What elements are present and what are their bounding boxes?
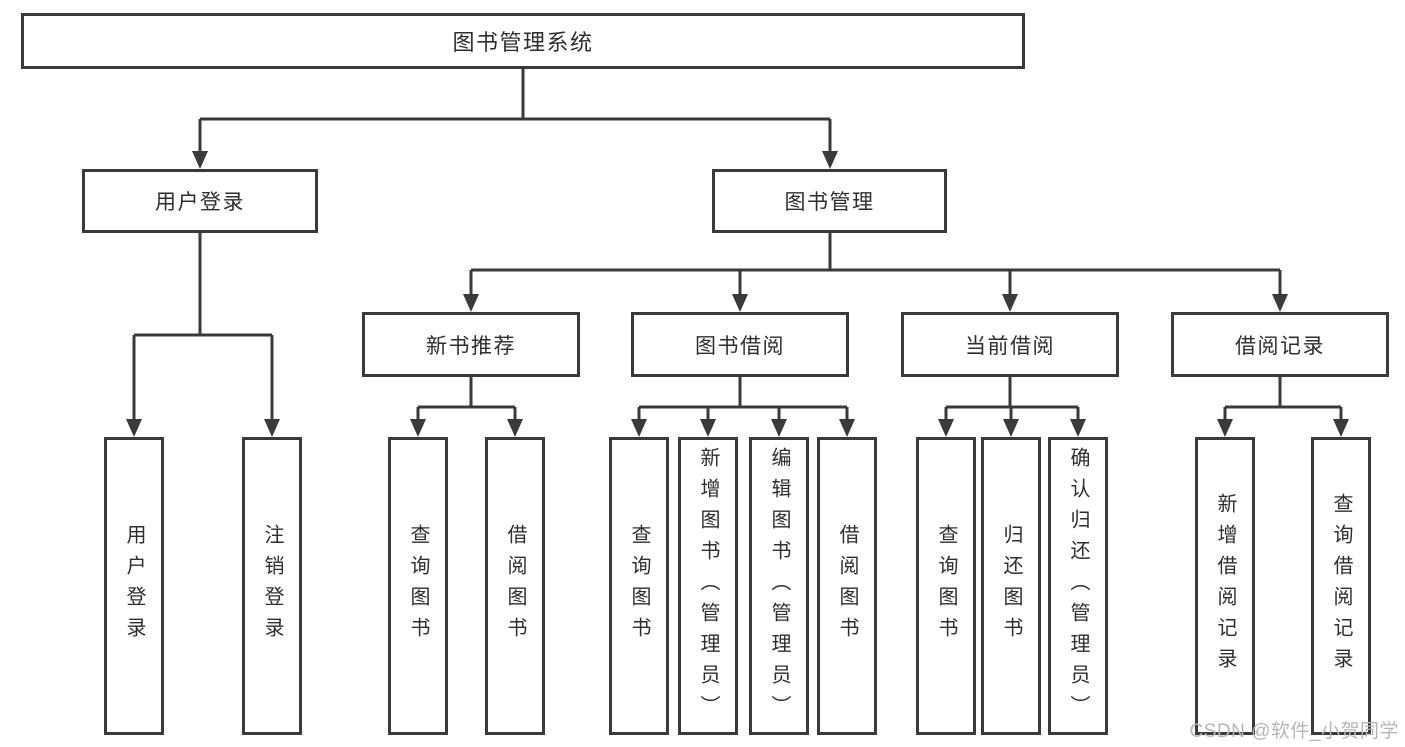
node-label: 用户登录 — [155, 191, 245, 214]
leaf-query-books: 查询图书 — [916, 437, 976, 735]
leaf-confirm-return-admin: 确认归还（管理员） — [1048, 437, 1108, 735]
leaf-return-books: 归还图书 — [981, 437, 1041, 735]
node-current-borrowing: 当前借阅 — [901, 312, 1119, 377]
leaf-query-books: 查询图书 — [388, 437, 448, 735]
arrowhead-down-icon — [700, 419, 716, 437]
arrowhead-down-icon — [410, 419, 426, 437]
leaf-label: 查询借阅记录 — [1330, 493, 1352, 679]
node-book-borrowing: 图书借阅 — [631, 312, 849, 377]
leaf-label: 编辑图书（管理员） — [768, 446, 790, 726]
arrowhead-down-icon — [1333, 419, 1349, 437]
leaf-label: 新增图书（管理员） — [697, 446, 719, 726]
leaf-borrow-books: 借阅图书 — [817, 437, 877, 735]
arrowhead-down-icon — [732, 294, 748, 312]
csdn-watermark: CSDN @软件_小贺同学 — [1189, 721, 1399, 742]
node-borrowing-records: 借阅记录 — [1171, 312, 1389, 377]
leaf-label: 归还图书 — [1000, 524, 1022, 648]
leaf-edit-books-admin: 编辑图书（管理员） — [749, 437, 809, 735]
arrowhead-down-icon — [126, 419, 142, 437]
leaf-label: 新增借阅记录 — [1214, 493, 1236, 679]
arrowhead-down-icon — [1003, 419, 1019, 437]
leaf-query-borrow-record: 查询借阅记录 — [1311, 437, 1371, 735]
leaf-user-login: 用户登录 — [104, 437, 164, 735]
leaf-label: 查询图书 — [407, 524, 429, 648]
arrowhead-down-icon — [839, 419, 855, 437]
node-label: 图书借阅 — [695, 334, 785, 358]
arrowhead-down-icon — [264, 419, 280, 437]
leaf-label: 查询图书 — [628, 524, 650, 648]
arrowhead-down-icon — [1217, 419, 1233, 437]
node-label: 借阅记录 — [1235, 334, 1325, 358]
leaf-label: 确认归还（管理员） — [1067, 446, 1089, 726]
leaf-label: 借阅图书 — [836, 524, 858, 648]
leaf-add-borrow-record: 新增借阅记录 — [1195, 437, 1255, 735]
arrowhead-down-icon — [1070, 419, 1086, 437]
node-label: 图书管理 — [784, 191, 875, 214]
arrowhead-down-icon — [1272, 294, 1288, 312]
arrowhead-down-icon — [507, 419, 523, 437]
node-label: 当前借阅 — [965, 334, 1055, 358]
leaf-query-books: 查询图书 — [609, 437, 669, 735]
tree-connector-path — [132, 69, 1343, 421]
leaf-label: 查询图书 — [935, 524, 957, 648]
leaf-label: 用户登录 — [123, 524, 145, 648]
leaf-add-books-admin: 新增图书（管理员） — [678, 437, 738, 735]
node-library-management-system: 图书管理系统 — [21, 13, 1025, 69]
node-user-login: 用户登录 — [82, 169, 318, 233]
arrowhead-down-icon — [192, 151, 208, 169]
node-label: 图书管理系统 — [452, 30, 594, 55]
node-label: 新书推荐 — [426, 334, 516, 358]
connector-line-group — [132, 69, 1343, 421]
leaf-label: 借阅图书 — [504, 524, 526, 648]
node-new-book-recommendation: 新书推荐 — [362, 312, 580, 377]
leaf-label: 注销登录 — [261, 524, 283, 648]
arrowhead-down-icon — [463, 294, 479, 312]
arrowhead-down-icon — [771, 419, 787, 437]
leaf-logout: 注销登录 — [242, 437, 302, 735]
arrowhead-down-icon — [822, 151, 838, 169]
leaf-borrow-books: 借阅图书 — [485, 437, 545, 735]
arrowhead-down-icon — [631, 419, 647, 437]
node-book-management: 图书管理 — [712, 169, 947, 233]
arrowhead-down-icon — [938, 419, 954, 437]
arrowheads — [126, 151, 1349, 437]
arrowhead-down-icon — [1002, 294, 1018, 312]
